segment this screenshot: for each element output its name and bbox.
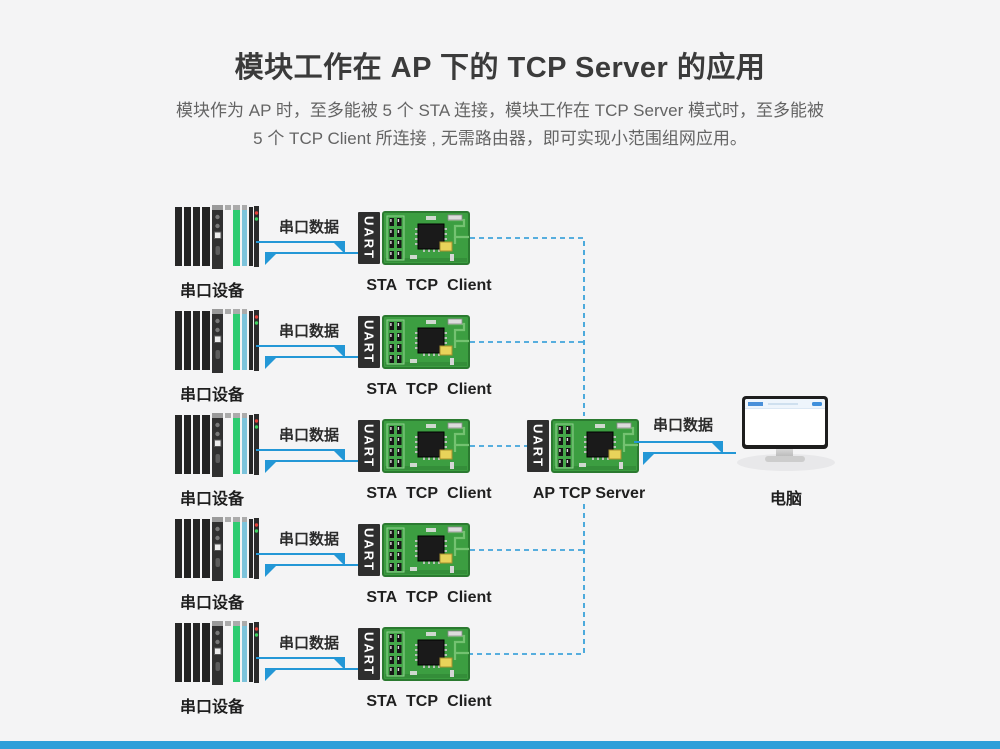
device-label: 串口设备 <box>179 387 244 404</box>
bottom-accent-bar <box>0 741 1000 749</box>
sta-client-row: 串口设备 串口数据 UART STA TCP Client <box>0 308 1000 420</box>
device-label: 串口设备 <box>179 283 244 300</box>
sta-client-row: 串口设备 串口数据 UART STA TCP Client <box>0 412 1000 524</box>
screen-logo <box>748 402 763 406</box>
computer-label: 电脑 <box>769 491 802 508</box>
monitor-stand-base <box>765 456 805 462</box>
computer-shadow <box>737 454 835 471</box>
screen-button <box>812 401 822 406</box>
module-label: STA TCP Client <box>366 589 492 606</box>
ap-bidirectional-arrows-icon <box>634 438 736 466</box>
device-label: 串口设备 <box>179 699 244 716</box>
device-label: 串口设备 <box>179 491 244 508</box>
wifi-module-pcb-icon <box>382 315 470 369</box>
sta-client-row: 串口设备 串口数据 UART STA TCP Client <box>0 516 1000 628</box>
bidirectional-arrows-icon <box>256 446 358 474</box>
wifi-module-pcb-icon <box>382 211 470 265</box>
uart-tag: UART <box>358 628 380 680</box>
monitor-screen <box>745 399 825 445</box>
bidirectional-arrows-icon <box>256 238 358 266</box>
bidirectional-arrows-icon <box>256 342 358 370</box>
page-title: 模块工作在 AP 下的 TCP Server 的应用 <box>234 52 766 84</box>
serial-device-icon <box>175 308 259 374</box>
serial-data-label: 串口数据 <box>278 427 339 444</box>
sta-client-row: 串口设备 串口数据 UART STA TCP Client <box>0 620 1000 732</box>
serial-data-label: 串口数据 <box>278 323 339 340</box>
ap-serial-data-label: 串口数据 <box>652 417 713 434</box>
wifi-module-pcb-icon <box>382 523 470 577</box>
serial-data-label: 串口数据 <box>278 531 339 548</box>
module-label: STA TCP Client <box>366 693 492 710</box>
monitor-stand-neck <box>776 447 793 457</box>
screen-address-line <box>768 403 798 405</box>
serial-data-label: 串口数据 <box>278 219 339 236</box>
module-label: STA TCP Client <box>366 277 492 294</box>
ap-module-label: AP TCP Server <box>532 485 646 502</box>
serial-device-icon <box>175 412 259 478</box>
uart-tag: UART <box>358 420 380 472</box>
ap-module-pcb-icon <box>551 419 639 473</box>
sta-client-row: 串口设备 串口数据 UART STA TCP Client <box>0 204 1000 316</box>
serial-data-label: 串口数据 <box>278 635 339 652</box>
serial-device-icon <box>175 204 259 270</box>
page-subtitle: 模块作为 AP 时，至多能被 5 个 STA 连接，模块工作在 TCP Serv… <box>0 97 1000 153</box>
uart-tag: UART <box>358 212 380 264</box>
wifi-module-pcb-icon <box>382 419 470 473</box>
bidirectional-arrows-icon <box>256 550 358 578</box>
screen-toolbar <box>745 399 825 409</box>
subtitle-line-2: 5 个 TCP Client 所连接 , 无需路由器，即可实现小范围组网应用。 <box>253 129 747 148</box>
subtitle-line-1: 模块作为 AP 时，至多能被 5 个 STA 连接，模块工作在 TCP Serv… <box>176 101 824 120</box>
serial-device-icon <box>175 516 259 582</box>
serial-device-icon <box>175 620 259 686</box>
ap-uart-tag: UART <box>527 420 549 472</box>
bidirectional-arrows-icon <box>256 654 358 682</box>
device-label: 串口设备 <box>179 595 244 612</box>
uart-tag: UART <box>358 316 380 368</box>
wifi-module-pcb-icon <box>382 627 470 681</box>
monitor-icon <box>742 396 828 449</box>
module-label: STA TCP Client <box>366 485 492 502</box>
module-label: STA TCP Client <box>366 381 492 398</box>
uart-tag: UART <box>358 524 380 576</box>
